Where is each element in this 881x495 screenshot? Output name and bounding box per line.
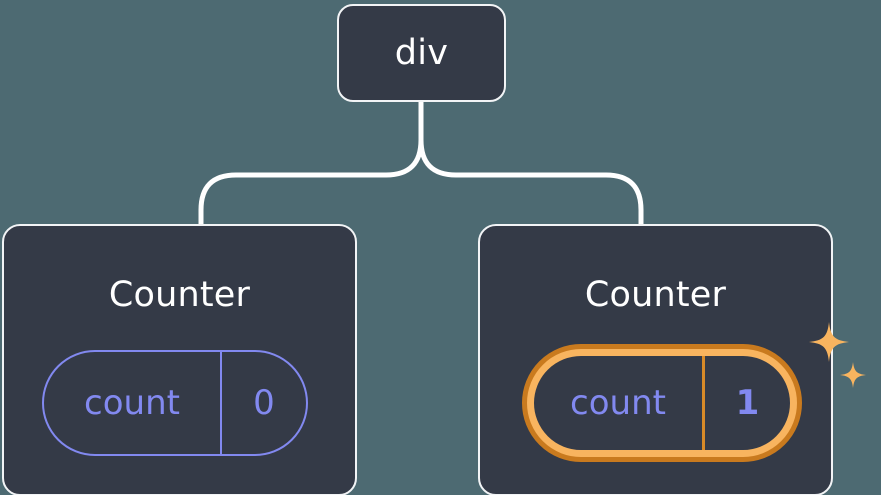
state-key-label: count	[44, 352, 222, 454]
state-value-label: 0	[253, 383, 275, 423]
state-pill-content: count 1	[534, 356, 790, 450]
node-div-label: div	[394, 32, 449, 73]
node-counter-left-title: Counter	[108, 275, 251, 315]
state-pill-count-left[interactable]: count 0	[42, 350, 308, 456]
node-counter-right[interactable]: Counter count 1	[478, 224, 866, 495]
node-counter-right-title: Counter	[584, 275, 727, 315]
state-key-label: count	[534, 356, 705, 450]
node-div[interactable]: div	[337, 4, 506, 102]
node-counter-left[interactable]: Counter count 0	[2, 224, 357, 495]
state-pill-count-right[interactable]: count 1	[522, 344, 802, 462]
sparkle-icon	[809, 322, 866, 388]
state-value-label: 1	[735, 383, 760, 423]
